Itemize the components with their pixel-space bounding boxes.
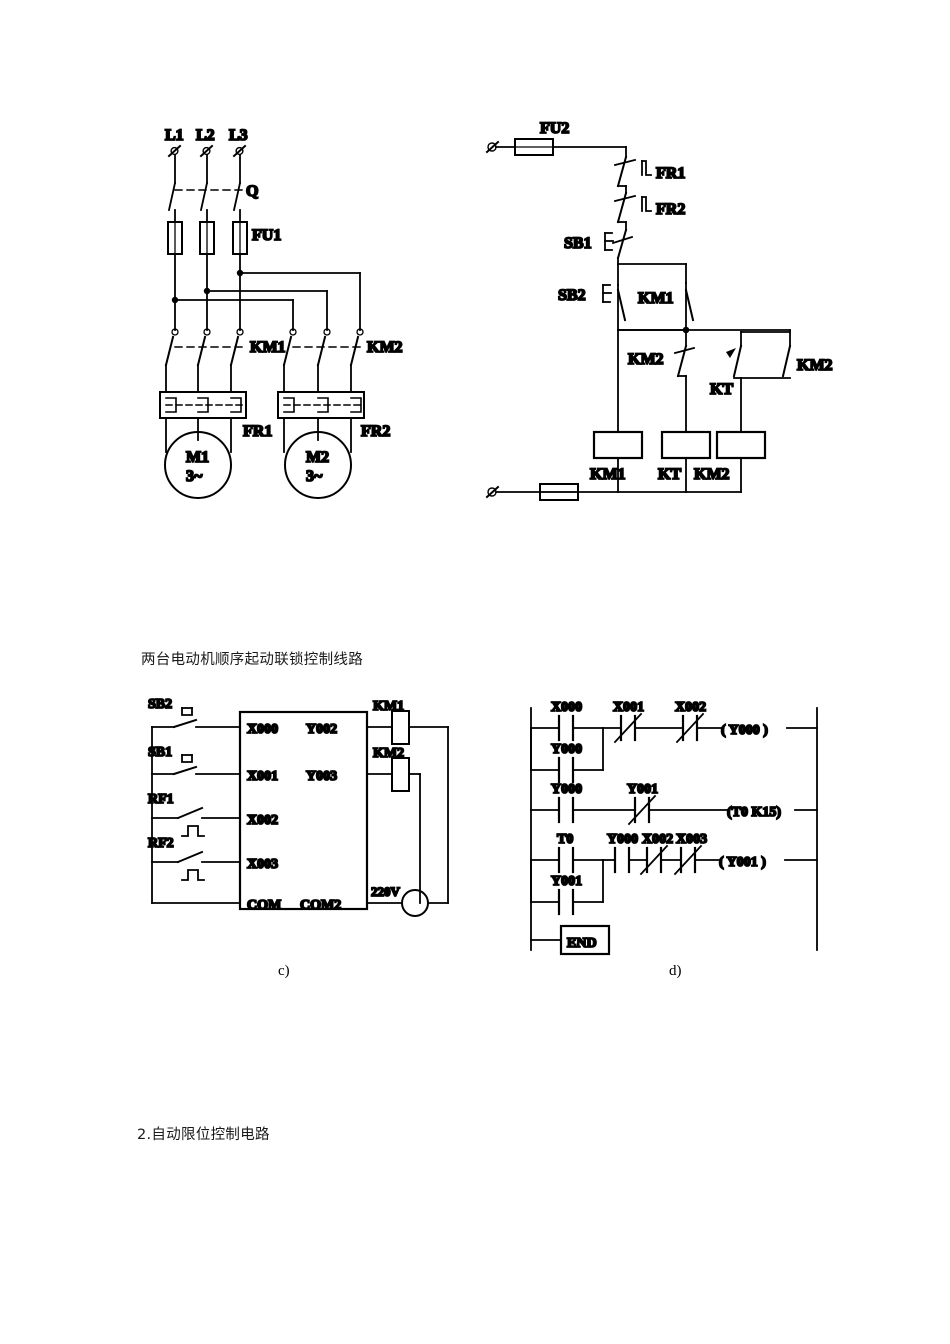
ladder-contact-x002-rung3: X002: [642, 832, 673, 847]
ladder-contact-x001: X001: [613, 700, 644, 715]
coil-label-km2: KM2: [694, 466, 730, 483]
fuse-label-fu2: FU2: [540, 120, 569, 137]
ladder-contact-y000-rung3: Y000: [607, 832, 638, 847]
supply-label-l3: L3: [229, 127, 248, 144]
supply-label-l1: L1: [165, 127, 184, 144]
main-power-circuit: L1 L2 L3: [0, 0, 430, 530]
plc-ladder-diagram: X000 X001 X002 ( Y000 ): [515, 699, 835, 960]
timer-parallel-contact-label-km2: KM2: [797, 357, 833, 374]
fuse-label-fu1: FU1: [252, 227, 281, 244]
supply-label-l2: L2: [196, 127, 215, 144]
fig-caption-main: 两台电动机顺序起动联锁控制线路: [141, 652, 363, 668]
plc-terminal-com2: COM2: [300, 898, 341, 913]
coil-label-kt: KT: [658, 466, 681, 483]
plc-input-device-sb1: SB1: [148, 745, 172, 760]
switch-label-q: Q: [246, 183, 258, 200]
ladder-end-block: END: [567, 936, 597, 951]
plc-supply-label-220v: 220V: [371, 884, 401, 899]
plc-terminal-x001: X001: [247, 769, 278, 784]
plc-input-device-sb2: SB2: [148, 697, 172, 712]
thermal-relay-label-fr2: FR2: [656, 201, 685, 218]
ladder-output-timer: (T0 K15): [727, 805, 781, 820]
motor-phase-m2: 3~: [306, 468, 323, 485]
subfig-label-d: d): [669, 963, 682, 979]
subfig-label-c: c): [278, 963, 290, 979]
stop-button-label-sb1: SB1: [564, 235, 592, 252]
plc-input-device-rf1: RF1: [148, 792, 174, 807]
relay-control-circuit: FU2 FR1 FR2: [430, 0, 860, 530]
ladder-contact-x000: X000: [551, 700, 582, 715]
plc-terminal-x002: X002: [247, 813, 278, 828]
ladder-branch-contact-y001: Y001: [551, 874, 582, 889]
motor-phase-m1: 3~: [186, 468, 203, 485]
ladder-contact-y001-rung2: Y001: [627, 782, 658, 797]
plc-terminal-y002: Y002: [306, 722, 337, 737]
plc-wiring-diagram: SB2 X000 SB1 X001 RF1 X002: [130, 690, 470, 940]
plc-terminal-y003: Y003: [306, 769, 337, 784]
plc-terminal-x003: X003: [247, 857, 278, 872]
motor-designation-m1: M1: [186, 449, 209, 466]
section-heading: 2.自动限位控制电路: [137, 1127, 270, 1143]
start-button-label-sb2: SB2: [558, 287, 586, 304]
timer-contact-label-kt: KT: [710, 381, 733, 398]
contactor-label-km2: KM2: [367, 339, 403, 356]
plc-terminal-com: COM: [247, 898, 281, 913]
motor-designation-m2: M2: [306, 449, 329, 466]
contactor-label-km1: KM1: [250, 339, 286, 356]
ladder-branch-contact-y000: Y000: [551, 742, 582, 757]
ladder-contact-x003: X003: [676, 832, 707, 847]
overload-label-fr2: FR2: [361, 423, 390, 440]
ladder-contact-t0: T0: [557, 832, 573, 847]
plc-output-load-km2: KM2: [373, 746, 404, 761]
thermal-relay-label-fr1: FR1: [656, 165, 685, 182]
ladder-contact-y000-rung2: Y000: [551, 782, 582, 797]
coil-label-km1: KM1: [590, 466, 626, 483]
plc-input-device-rf2: RF2: [148, 836, 174, 851]
plc-output-load-km1: KM1: [373, 699, 404, 714]
plc-terminal-x000: X000: [247, 722, 278, 737]
seal-contact-label-km1: KM1: [638, 290, 674, 307]
interlock-contact-label-km2: KM2: [628, 351, 664, 368]
ladder-contact-x002: X002: [675, 700, 706, 715]
ladder-output-y000: ( Y000 ): [721, 723, 768, 738]
overload-label-fr1: FR1: [243, 423, 272, 440]
ladder-output-y001: ( Y001 ): [719, 855, 766, 870]
